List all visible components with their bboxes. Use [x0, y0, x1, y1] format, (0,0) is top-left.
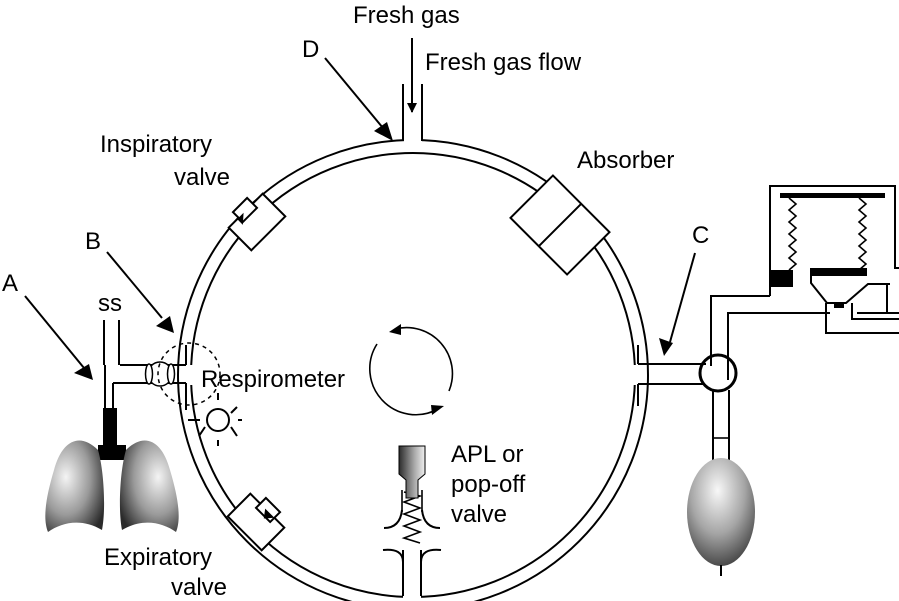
label-d: D	[302, 36, 319, 63]
apl-valve	[382, 445, 442, 601]
fresh-gas-label: Fresh gas	[353, 2, 460, 29]
inspiratory-valve	[227, 192, 287, 252]
right-lung	[119, 440, 179, 532]
bag-selector-valve	[698, 353, 738, 393]
left-lung	[45, 440, 105, 532]
respirometer-icon	[144, 342, 221, 406]
lungs-icon	[45, 440, 179, 532]
fresh-gas-inlet	[402, 38, 423, 152]
expiratory-valve	[226, 492, 286, 552]
circular-arrows-icon	[369, 324, 454, 416]
absorber-canister	[509, 174, 611, 276]
reservoir-bag-icon	[687, 390, 755, 576]
trachea-tube	[98, 365, 126, 460]
sun-burst-sensor-icon	[188, 393, 242, 446]
arrow-c	[659, 252, 696, 356]
fresh-gas-flow-label: Fresh gas flow	[425, 49, 582, 76]
sampling-site-label: ss	[98, 290, 122, 317]
apl-valve-label-line1: APL or	[451, 441, 523, 468]
apl-valve-label-line3: valve	[451, 501, 507, 528]
apl-valve-label-line2: pop-off	[451, 471, 526, 498]
label-c: C	[692, 222, 709, 249]
sampling-port	[103, 320, 120, 365]
inspiratory-valve-label-line1: Inspiratory	[100, 131, 212, 158]
respirometer-label: Respirometer	[201, 366, 345, 393]
expiratory-valve-label-line2: valve	[171, 574, 227, 601]
ventilator-bellows-icon	[769, 185, 899, 334]
label-a: A	[2, 270, 18, 297]
bag-ventilator-branch	[628, 295, 830, 406]
arrow-a	[24, 295, 93, 380]
label-b: B	[85, 228, 101, 255]
absorber-label: Absorber	[577, 147, 674, 174]
arrow-b	[106, 251, 174, 333]
expiratory-valve-label-line1: Expiratory	[104, 544, 212, 571]
arrow-d	[324, 57, 393, 141]
inspiratory-valve-label-line2: valve	[174, 164, 230, 191]
